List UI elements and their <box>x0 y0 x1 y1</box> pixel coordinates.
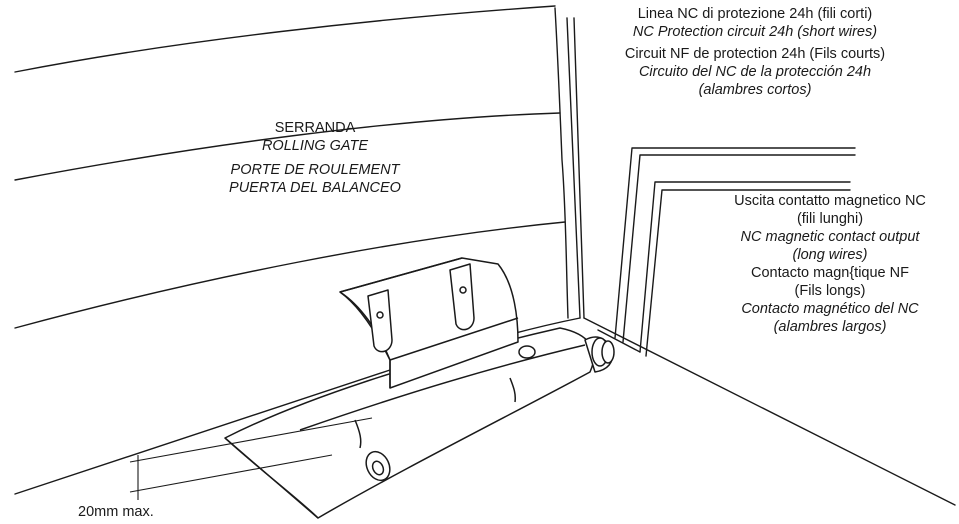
dimension-line-bottom <box>129 454 333 493</box>
gate-label-it: SERRANDA <box>274 120 356 136</box>
floor-contact-ridge <box>299 344 586 431</box>
floor-inner-line <box>597 329 641 353</box>
short-wires-label-it: Linea NC di protezione 24h (fili corti) <box>637 6 873 22</box>
long-wires-label-en-1: NC magnetic contact output <box>740 229 920 245</box>
gate-label: SERRANDA ROLLING GATE PORTE DE ROULEMENT… <box>200 119 430 197</box>
gap-dimension-label: 20mm max. <box>78 504 154 520</box>
long-wires-label-it-1: Uscita contatto magnetico NC <box>734 193 926 209</box>
short-wires-label-es-2: (alambres cortos) <box>698 82 812 98</box>
wall-post-left-line <box>566 17 581 319</box>
cable-gland-ring-2 <box>601 340 615 364</box>
short-wires-label: Linea NC di protezione 24h (fili corti) … <box>590 5 920 99</box>
mounting-hole-back <box>518 345 536 359</box>
long-wires-label-fr-1: Contacto magn{tique NF <box>751 265 909 281</box>
long-wires-label-en-2: (long wires) <box>792 247 868 263</box>
gate-panel-seam-1 <box>14 112 561 181</box>
magnet-screw-left <box>376 311 384 319</box>
floor-wall-line <box>583 317 956 506</box>
floor-contact-slot-1 <box>354 419 362 449</box>
gate-panel-top-edge <box>14 5 556 73</box>
long-wires-label-es-2: (alambres largos) <box>773 319 887 335</box>
magnet-slot-right <box>449 263 475 331</box>
gate-label-en: ROLLING GATE <box>261 138 369 154</box>
mounting-hole-front-inner <box>371 460 385 476</box>
magnet-slot-left <box>367 289 393 353</box>
short-wires-label-es-1: Circuito del NC de la protección 24h <box>638 64 872 80</box>
magnet-screw-right <box>459 286 467 294</box>
floor-contact-front-face <box>224 437 319 519</box>
gate-panel-right-edge <box>554 7 569 319</box>
gate-panel-seam-2 <box>14 221 566 329</box>
magnet-block-top <box>339 257 463 293</box>
long-wires-label-it-2: (fili lunghi) <box>796 211 864 227</box>
short-wires-label-fr: Circuit NF de protection 24h (Fils court… <box>624 46 886 62</box>
long-wire-2 <box>645 189 851 357</box>
long-wire-1 <box>639 181 851 353</box>
short-wires-label-en: NC Protection circuit 24h (short wires) <box>632 24 878 40</box>
dimension-line-top <box>129 417 373 463</box>
long-wires-label: Uscita contatto magnetico NC (fili lungh… <box>700 192 959 336</box>
long-wires-label-es-1: Contacto magnético del NC <box>741 301 919 317</box>
floor-contact-slot-2 <box>509 377 516 403</box>
short-wire-1 <box>614 147 856 339</box>
long-wires-label-fr-2: (Fils longs) <box>794 283 866 299</box>
magnet-block-bottom <box>389 317 519 361</box>
short-wire-2 <box>622 154 856 343</box>
gate-label-es: PUERTA DEL BALANCEO <box>229 180 401 196</box>
wall-post-right-line <box>573 17 585 319</box>
gate-label-fr: PORTE DE ROULEMENT <box>230 162 400 178</box>
floor-front-edge <box>14 369 391 495</box>
magnet-block-front-edge <box>339 291 391 388</box>
